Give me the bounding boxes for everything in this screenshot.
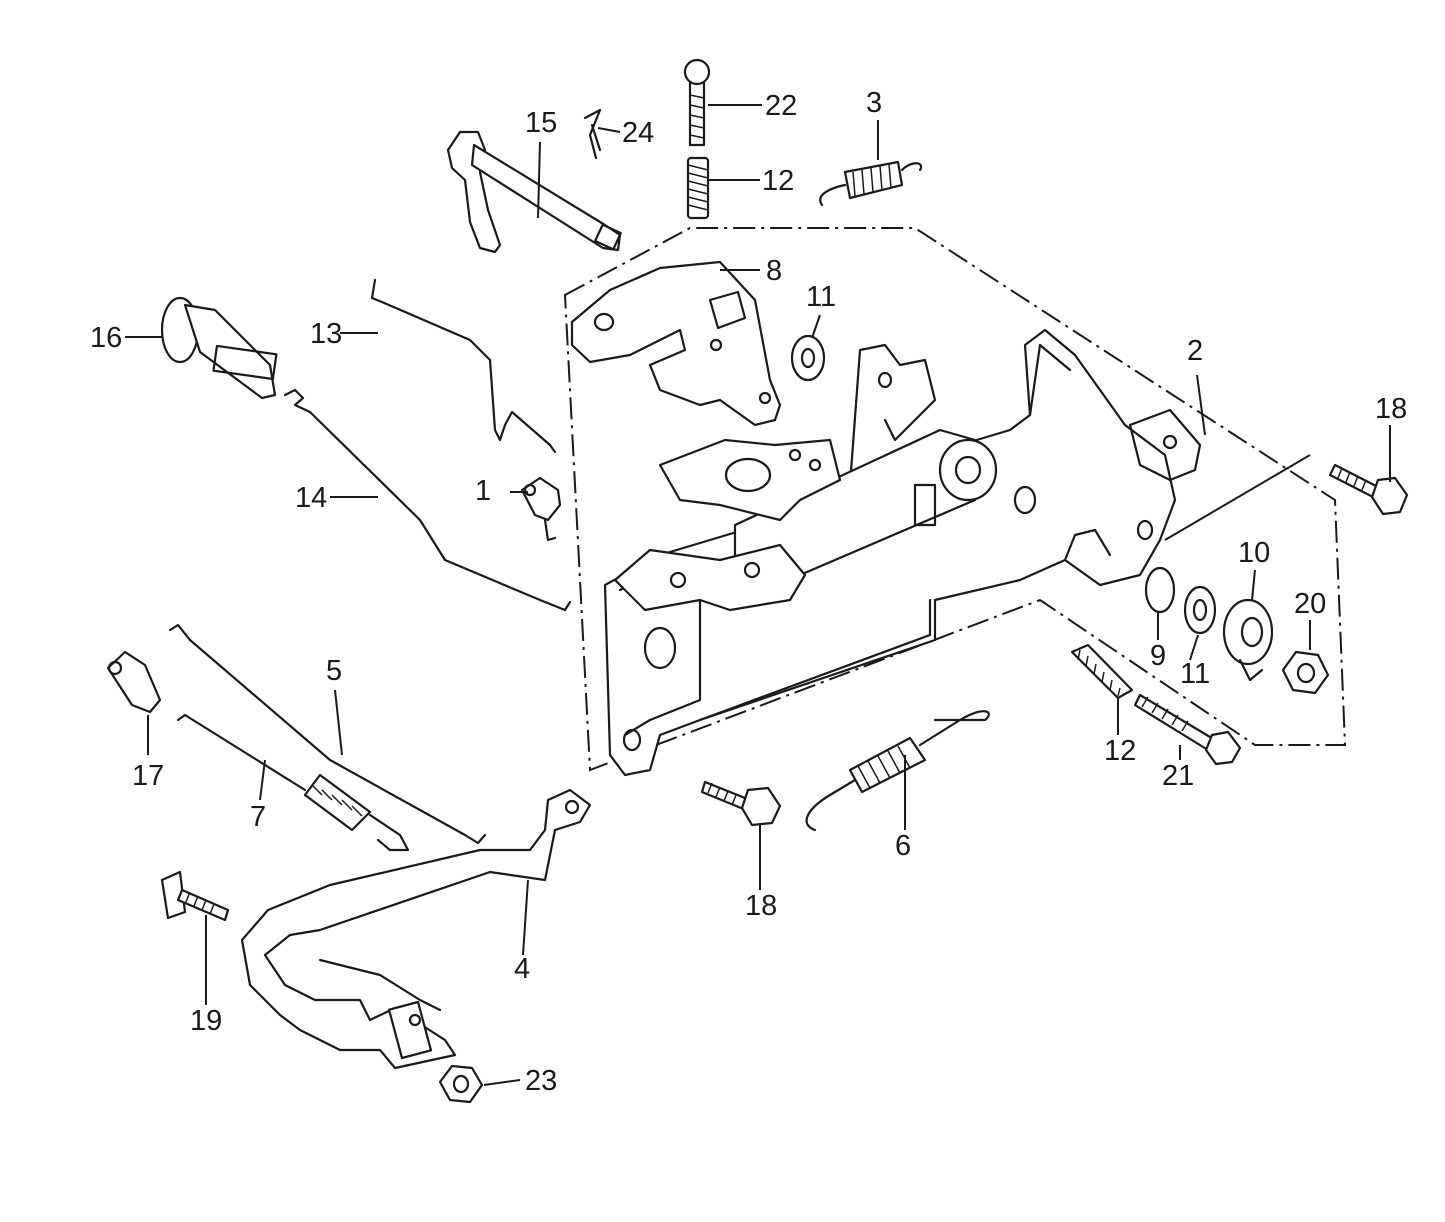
callout-2: 2 — [1187, 335, 1203, 367]
callout-18-bottom: 18 — [745, 890, 777, 922]
washer-11-top — [790, 334, 826, 382]
collar-10 — [1222, 598, 1274, 682]
clip-1 — [520, 476, 562, 542]
spring-12-bottom — [1070, 643, 1134, 700]
screw-22 — [683, 58, 711, 147]
spring-3 — [819, 160, 923, 207]
leader-lines — [125, 104, 1391, 1086]
callout-24: 24 — [622, 117, 654, 149]
rod-14 — [283, 388, 572, 612]
bolt-18-right — [1328, 463, 1409, 516]
knob-16 — [160, 296, 278, 400]
governor-arm — [613, 428, 998, 612]
bolt-21 — [1133, 693, 1242, 766]
callout-6: 6 — [895, 830, 911, 862]
callout-11-top: 11 — [806, 281, 836, 313]
callout-21: 21 — [1162, 760, 1194, 792]
washer-11-bottom — [1183, 585, 1217, 635]
control-base-plate — [603, 328, 1202, 777]
rod-5 — [168, 623, 487, 845]
callout-8: 8 — [766, 255, 782, 287]
callout-17: 17 — [132, 760, 164, 792]
callout-14: 14 — [295, 482, 327, 514]
callout-19: 19 — [190, 1005, 222, 1037]
callout-20: 20 — [1294, 588, 1326, 620]
callout-1: 1 — [475, 475, 491, 507]
callout-16: 16 — [90, 322, 122, 354]
spring-6 — [805, 710, 990, 832]
callout-12-top: 12 — [762, 165, 794, 197]
callout-11-bottom: 11 — [1180, 658, 1210, 690]
bolt-19 — [160, 870, 230, 922]
callout-3: 3 — [866, 87, 882, 119]
spring-12-top — [686, 156, 710, 220]
callout-labels: 1 2 3 4 5 6 7 8 9 10 11 11 12 12 13 14 1… — [90, 87, 1407, 1097]
callout-15: 15 — [525, 107, 557, 139]
callout-10: 10 — [1238, 537, 1270, 569]
rod-7 — [176, 713, 410, 852]
callout-9: 9 — [1150, 640, 1166, 672]
nut-20 — [1281, 650, 1330, 695]
callout-5: 5 — [326, 655, 342, 687]
clip — [583, 108, 602, 160]
choke-lever — [446, 130, 622, 254]
rod-13 — [370, 278, 557, 454]
bolt-18-bottom — [700, 780, 782, 827]
callout-13: 13 — [310, 318, 342, 350]
callout-22: 22 — [765, 90, 797, 122]
callout-18-right: 18 — [1375, 393, 1407, 425]
callout-12-bottom: 12 — [1104, 735, 1136, 767]
callout-23: 23 — [525, 1065, 557, 1097]
clip-17 — [106, 650, 162, 714]
callout-7: 7 — [250, 801, 266, 833]
callout-4: 4 — [514, 953, 530, 985]
nut-23 — [438, 1064, 484, 1104]
assembly-boundary — [563, 227, 1347, 772]
choke-bracket — [570, 260, 782, 427]
washer-9 — [1144, 566, 1176, 614]
control-lever-4 — [240, 788, 592, 1070]
